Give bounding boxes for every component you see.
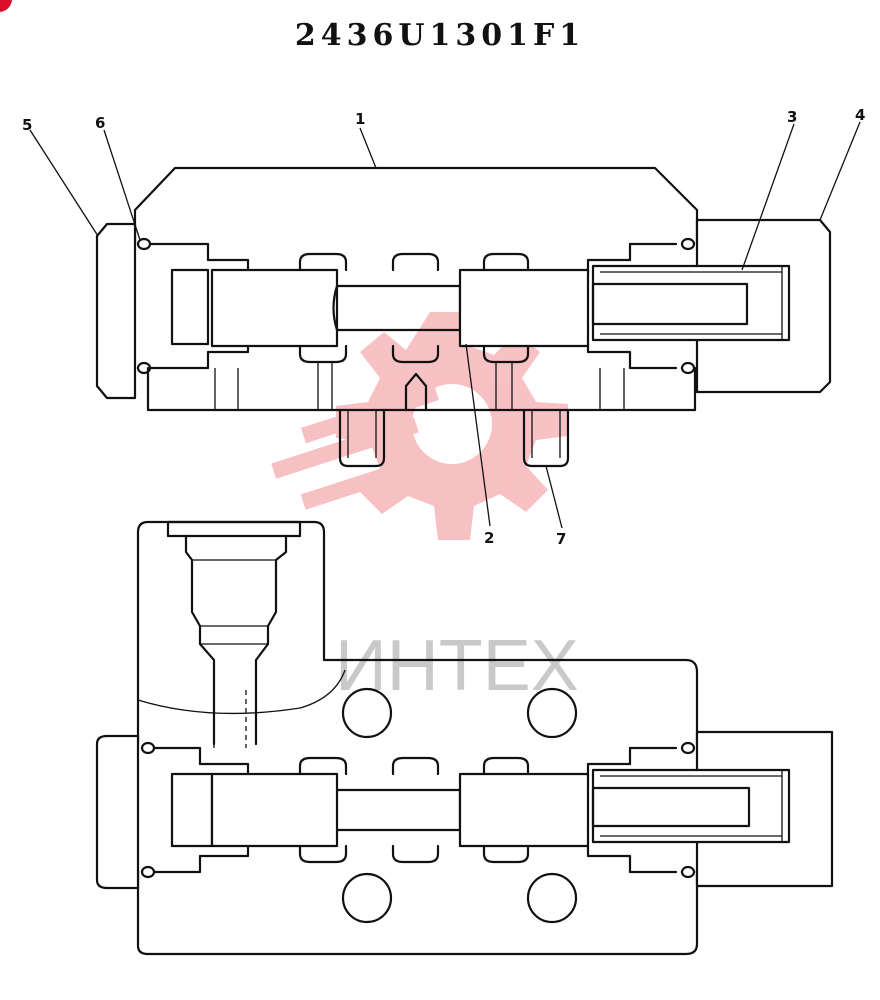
spool (210, 268, 590, 348)
callout-5: 5 (22, 116, 32, 134)
page-title: 2436U1301F1 (294, 18, 586, 53)
lower-spring (591, 768, 791, 844)
valve-body (133, 166, 699, 246)
port-plugs (338, 408, 570, 468)
ports (341, 687, 578, 924)
callout-3: 3 (787, 108, 797, 126)
watermark-logo (271, 312, 568, 540)
left-end-cap (95, 222, 137, 400)
leader-lines (29, 121, 861, 529)
callout-4: 4 (855, 106, 865, 124)
lower-spool (210, 772, 590, 848)
upper-section-view (95, 166, 832, 468)
lower-valve-body (136, 520, 699, 746)
callout-2: 2 (484, 529, 494, 547)
callout-7: 7 (556, 530, 566, 548)
callout-6: 6 (95, 114, 105, 132)
callout-1: 1 (355, 110, 365, 128)
lower-section-view (95, 520, 834, 956)
spring (591, 264, 791, 342)
watermark-text: ИНТЕХ (335, 626, 579, 706)
